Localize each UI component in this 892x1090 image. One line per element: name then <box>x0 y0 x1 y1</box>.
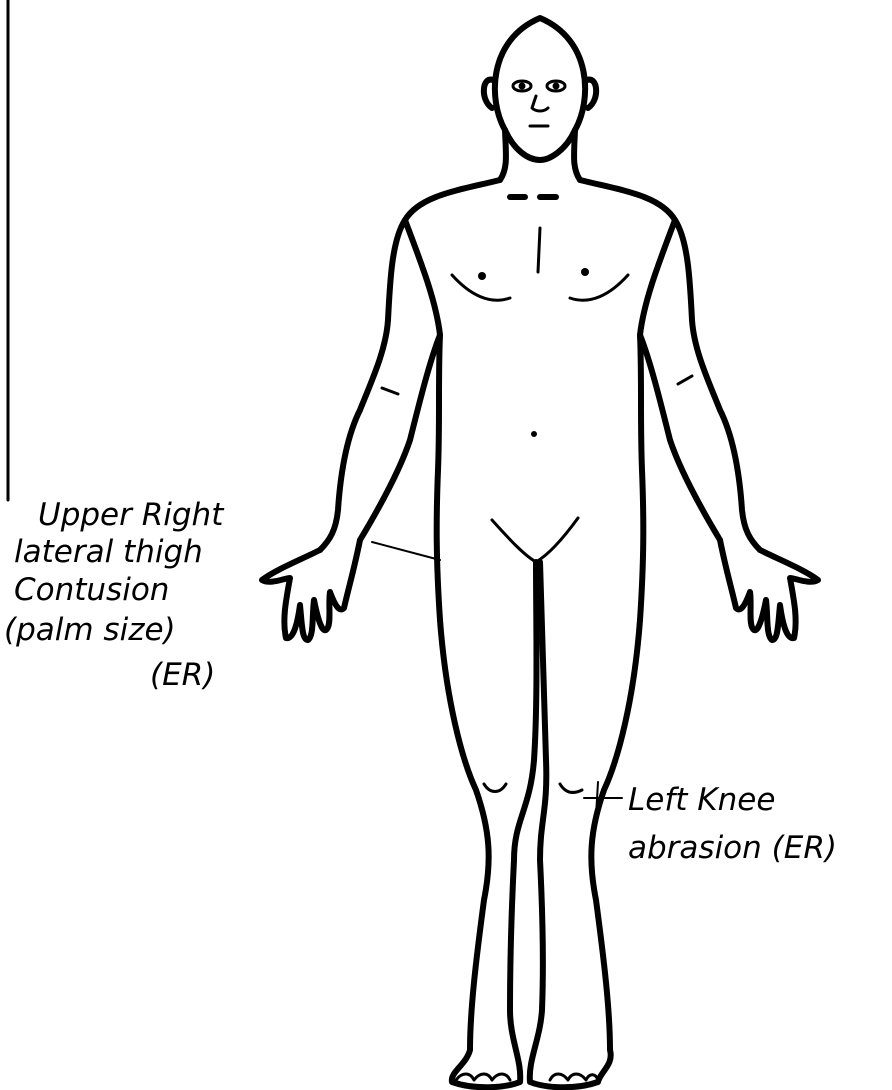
annotation-right-thigh: Upper Right lateral thigh Contusion (pal… <box>4 497 440 693</box>
annotation-left-knee: Left Knee abrasion (ER) <box>584 782 837 866</box>
annotation-right-thigh-line-3: Contusion <box>14 572 169 608</box>
annotation-right-thigh-line-2: lateral thigh <box>14 534 203 570</box>
annotation-left-knee-line-1: Left Knee <box>628 782 775 818</box>
head <box>484 18 596 160</box>
right-hand <box>720 540 818 640</box>
annotation-right-thigh-line-4: (palm size) <box>4 612 176 648</box>
body-outline <box>320 180 760 1087</box>
left-hand <box>262 540 360 640</box>
annotation-right-thigh-line-1: Upper Right <box>38 497 225 533</box>
annotation-right-thigh-leader <box>372 542 440 560</box>
annotation-right-thigh-line-5: (ER) <box>150 657 215 693</box>
annotation-left-knee-line-2: abrasion (ER) <box>628 830 837 866</box>
